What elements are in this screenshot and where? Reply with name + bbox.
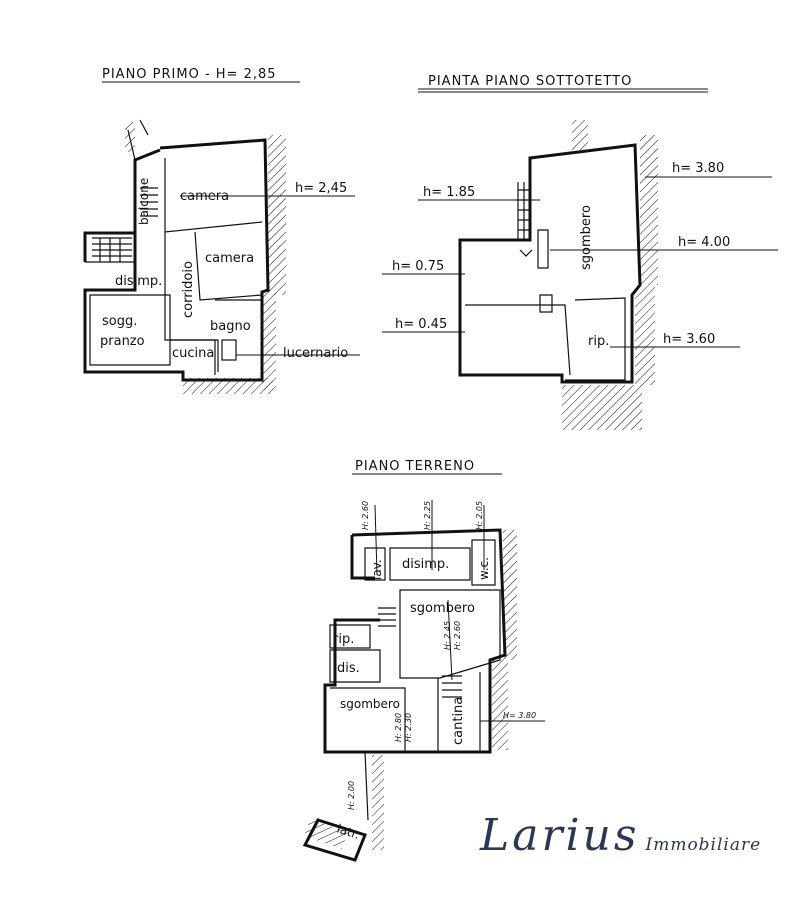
ground-floor-plan: PIANO TERRENO lav. disimp. w.c. sgombero… <box>302 459 545 862</box>
height-label: h= 3.60 <box>663 332 715 347</box>
room-label: sgombero <box>340 697 400 711</box>
room-label: pranzo <box>100 334 145 349</box>
brand-subtitle: Immobiliare <box>645 835 762 855</box>
height-label: h= 2,45 <box>295 181 347 196</box>
room-label: corridoio <box>181 261 196 318</box>
room-label: dis. <box>337 661 360 676</box>
height-label: H: 2.25 <box>423 501 432 530</box>
attic-floor-plan: PIANTA PIANO SOTTOTETTO sgombero rip. h=… <box>382 74 778 430</box>
first-floor-plan: PIANO PRIMO - H= 2,85 camera camera balc… <box>83 67 360 394</box>
height-label: H: 2.60 <box>453 621 462 650</box>
room-label: bagno <box>210 319 251 334</box>
room-label: cucina <box>172 346 214 361</box>
height-label: H= 3.80 <box>503 711 536 720</box>
height-label: h= 3.80 <box>672 161 724 176</box>
first-floor-title: PIANO PRIMO - H= 2,85 <box>102 67 277 82</box>
ground-floor-title: PIANO TERRENO <box>355 459 475 474</box>
height-label: H: 2.45 <box>443 621 452 650</box>
height-label: H: 2.80 <box>394 713 403 742</box>
height-label: H: 2.60 <box>361 501 370 530</box>
room-label: camera <box>205 251 254 266</box>
room-label: balcone <box>137 178 151 225</box>
room-label: rip. <box>588 334 609 349</box>
room-label: cantina <box>451 697 466 745</box>
height-label: h= 0.75 <box>392 259 444 274</box>
brand-name: Larius <box>480 810 640 861</box>
room-label: latr. <box>335 822 361 842</box>
height-label: H: 2.30 <box>404 713 413 742</box>
height-label: H: 2.05 <box>475 501 484 530</box>
room-label: sgombero <box>410 601 475 616</box>
room-label: rip. <box>333 632 354 647</box>
room-label: lucernario <box>283 346 348 361</box>
room-label: sgombero <box>579 205 594 270</box>
height-label: H: 2.00 <box>347 781 356 810</box>
room-label: disimp. <box>402 557 449 572</box>
height-label: h= 1.85 <box>423 185 475 200</box>
room-label: disimp. <box>115 274 162 289</box>
height-label: h= 0.45 <box>395 317 447 332</box>
height-label: h= 4.00 <box>678 235 730 250</box>
attic-floor-title: PIANTA PIANO SOTTOTETTO <box>428 74 632 89</box>
room-label: sogg. <box>102 314 137 329</box>
